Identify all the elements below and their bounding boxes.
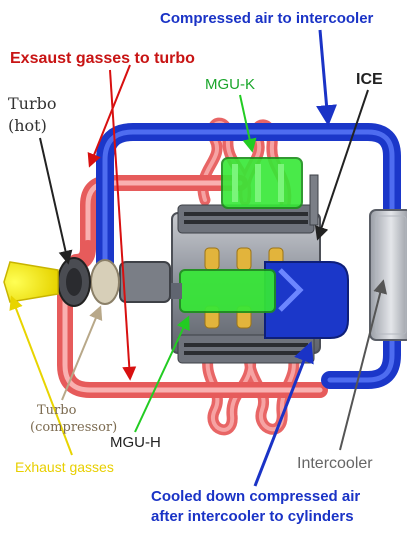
cooled-air-intake [264, 261, 349, 339]
intercooler-label: Intercooler [297, 455, 373, 472]
exhaust-to-turbo-label: Exsaust gasses to turbo [10, 50, 195, 67]
turbo-compressor-label-line1: Turbo [37, 403, 77, 418]
turbo-assembly [57, 257, 171, 307]
pointer-arrows [9, 29, 388, 487]
intercooler-unit [369, 209, 407, 341]
exhaust-gasses-label: Exhaust gasses [15, 459, 114, 475]
compressed-air-label: Compressed air to intercooler [160, 10, 374, 27]
mgu-h-label: MGU-H [110, 434, 161, 451]
cooled-air-label-line1: Cooled down compressed air [151, 488, 361, 505]
turbo-hot-label-line2: (hot) [8, 116, 47, 135]
turbo-compressor-label-line2: (compressor) [30, 420, 118, 435]
mgu-k-label: MGU-K [205, 76, 255, 93]
turbo-hot-label-line1: Turbo [8, 94, 57, 113]
exhaust-outlet [3, 261, 59, 303]
mgu-k-unit [221, 157, 303, 209]
compressed-air-pipe [96, 123, 401, 389]
mgu-h-unit [168, 269, 276, 313]
ice-label: ICE [356, 71, 383, 88]
cooled-air-label-line2: after intercooler to cylinders [151, 508, 354, 525]
